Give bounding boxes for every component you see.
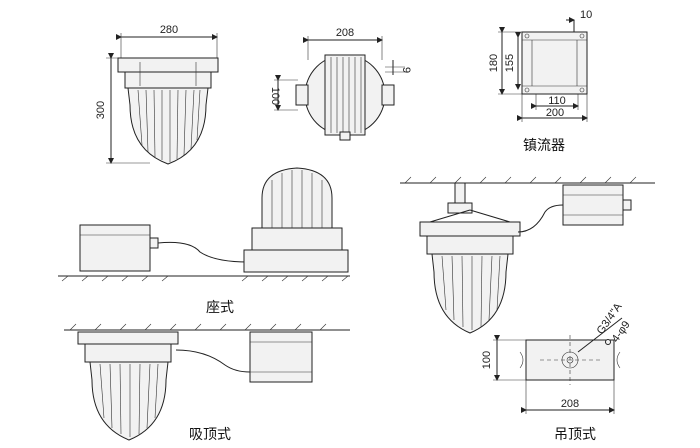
dim-ballast-offset: 10 (580, 9, 592, 21)
ceiling-mount-view: 吸顶式 (64, 323, 350, 443)
dim-ballast-width: 200 (546, 107, 564, 119)
dim-base-width: 208 (336, 27, 354, 39)
dim-lamp-height: 300 (95, 101, 107, 119)
dim-ballast-hole-spacing: 110 (548, 95, 566, 107)
caption-pendant-mount: 吊顶式 (554, 427, 596, 443)
base-top-view: 208 100 9 (269, 27, 412, 141)
lamp-front-view: 280 300 (95, 24, 219, 165)
caption-ballast: 镇流器 (523, 138, 565, 154)
dim-ballast-height-inner: 155 (504, 54, 516, 72)
ballast-view: 10 180 155 110 200 镇流器 (488, 9, 592, 154)
dim-pendant-height: 100 (481, 351, 493, 369)
dim-base-offset: 9 (400, 67, 412, 73)
dim-base-height: 100 (269, 87, 281, 105)
seat-mount-view: 座式 (58, 167, 350, 316)
caption-seat-mount: 座式 (206, 300, 234, 316)
dim-lamp-width: 280 (160, 24, 178, 36)
dim-ballast-height-outer: 180 (488, 54, 500, 72)
dim-pendant-width: 208 (561, 398, 579, 410)
pendant-mount-view: G3/4"A 4-φ9 100 208 吊顶式 (400, 176, 655, 443)
caption-ceiling-mount: 吸顶式 (189, 427, 231, 443)
